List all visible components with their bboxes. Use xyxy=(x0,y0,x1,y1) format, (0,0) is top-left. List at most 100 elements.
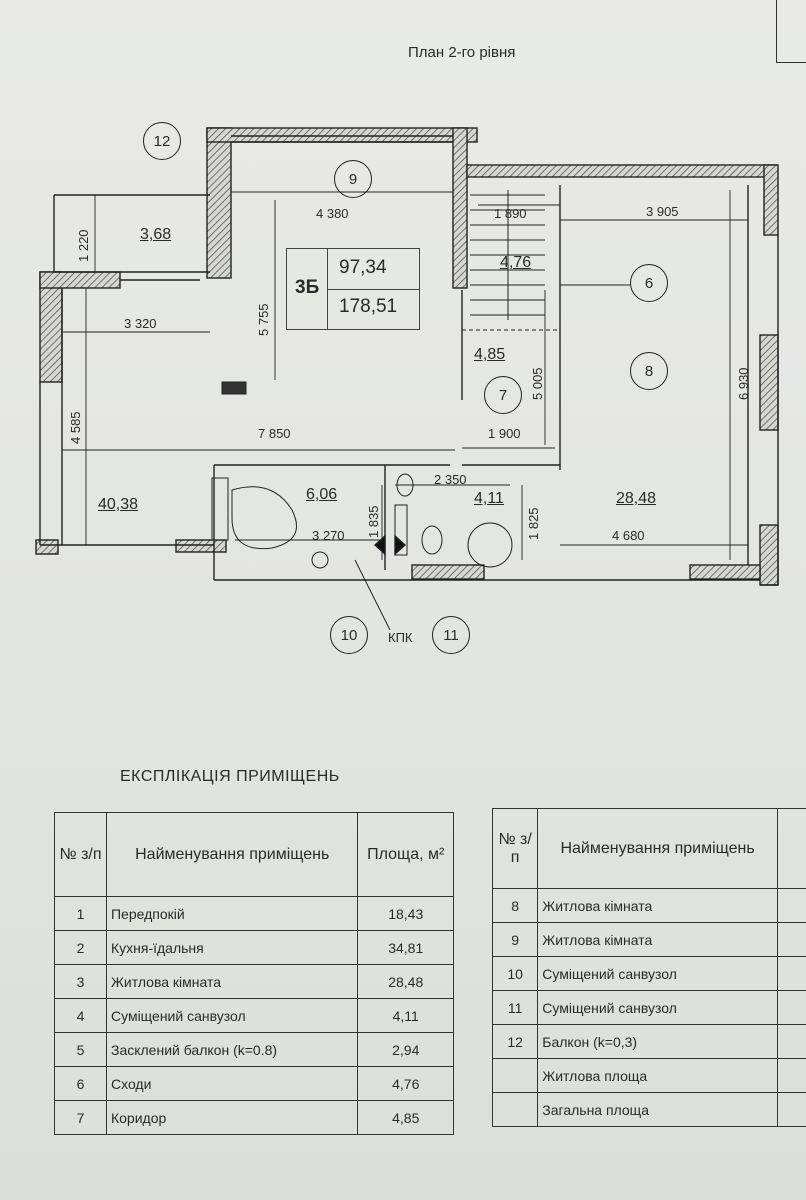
row-name: Сходи xyxy=(105,1066,359,1101)
table-row: 8 Житлова кімната xyxy=(491,888,806,923)
row-no: 11 xyxy=(491,990,539,1025)
explication-table-right: № з/п Найменування приміщень 8 Житлова к… xyxy=(491,808,806,1127)
dim-label: 1 220 xyxy=(76,229,91,262)
area-living-room-1: 40,38 xyxy=(98,496,139,513)
table-row: 11 Суміщений санвузол xyxy=(491,990,806,1025)
area-balcony: 3,68 xyxy=(140,226,172,243)
dim-label: 4 380 xyxy=(316,206,349,221)
table-row: 9 Житлова кімната xyxy=(491,922,806,957)
explication-table-left: № з/п Найменування приміщень Площа, м² 1… xyxy=(54,812,454,1135)
row-area xyxy=(776,956,806,991)
plan-title: План 2-го рівня xyxy=(408,44,516,61)
row-no: 3 xyxy=(54,964,107,999)
area-bathroom-10: 6,06 xyxy=(306,486,338,503)
title-block-corner xyxy=(776,0,806,63)
dim-label: 6 930 xyxy=(736,367,751,400)
apartment-code: 3Б xyxy=(295,277,320,298)
area-living-room-8: 28,48 xyxy=(616,490,657,507)
row-no: 7 xyxy=(54,1100,107,1135)
row-no: 1 xyxy=(54,896,107,931)
row-no: 8 xyxy=(491,888,539,923)
dim-label: 1 825 xyxy=(526,507,541,540)
dim-label: 5 005 xyxy=(530,367,545,400)
header-no: № з/п xyxy=(54,812,107,897)
table-row: 1 Передпокій 18,43 xyxy=(54,896,454,931)
dim-label: 7 850 xyxy=(258,426,291,441)
row-area xyxy=(776,1058,806,1093)
room-marker-6: 6 xyxy=(630,264,668,302)
row-no xyxy=(491,1058,539,1093)
row-name: Суміщений санвузол xyxy=(105,998,359,1033)
row-area: 2,94 xyxy=(357,1032,454,1067)
row-area xyxy=(776,888,806,923)
room-marker-10: 10 xyxy=(330,616,368,654)
dim-label: 1 835 xyxy=(366,505,381,538)
dim-label: 1 900 xyxy=(488,426,521,441)
row-name: Кухня-їдальня xyxy=(105,930,359,965)
area-stairs: 4,76 xyxy=(500,254,532,271)
dim-label: 3 905 xyxy=(646,204,679,219)
room-marker-8: 8 xyxy=(630,352,668,390)
area-bathroom-11: 4,11 xyxy=(474,490,504,507)
row-area: 28,48 xyxy=(357,964,454,999)
area-corridor: 4,85 xyxy=(474,346,506,363)
row-name: Загальна площа xyxy=(537,1092,778,1127)
row-area: 4,11 xyxy=(357,998,454,1033)
explication-title: ЕКСПЛІКАЦІЯ ПРИМІЩЕНЬ xyxy=(120,768,340,785)
row-name: Суміщений санвузол xyxy=(537,956,778,991)
row-area xyxy=(776,922,806,957)
row-no: 10 xyxy=(491,956,539,991)
table-row: 12 Балкон (k=0,3) xyxy=(491,1024,806,1059)
kpk-label: КПК xyxy=(388,630,413,645)
row-no xyxy=(491,1092,539,1127)
floor-plan-drawing xyxy=(35,127,779,631)
row-no: 6 xyxy=(54,1066,107,1101)
row-name: Житлова кімната xyxy=(537,888,778,923)
row-no: 4 xyxy=(54,998,107,1033)
header-no: № з/п xyxy=(491,808,539,889)
row-name: Засклений балкон (k=0.8) xyxy=(105,1032,359,1067)
table-row: 6 Сходи 4,76 xyxy=(54,1066,454,1101)
table-row: Загальна площа xyxy=(491,1092,806,1127)
table-row: 5 Засклений балкон (k=0.8) 2,94 xyxy=(54,1032,454,1067)
header-name: Найменування приміщень xyxy=(537,808,778,889)
table-row: 7 Коридор 4,85 xyxy=(54,1100,454,1135)
dim-label: 3 270 xyxy=(312,528,345,543)
dim-label: 2 350 xyxy=(434,472,467,487)
row-name: Суміщений санвузол xyxy=(537,990,778,1025)
table-row: Житлова площа xyxy=(491,1058,806,1093)
dim-label: 3 320 xyxy=(124,316,157,331)
row-area xyxy=(776,990,806,1025)
row-name: Коридор xyxy=(105,1100,359,1135)
dim-label: 4 680 xyxy=(612,528,645,543)
room-marker-9: 9 xyxy=(334,160,372,198)
room-marker-7: 7 xyxy=(484,376,522,414)
apartment-total-area: 178,51 xyxy=(339,296,398,317)
table-row: 10 Суміщений санвузол xyxy=(491,956,806,991)
row-name: Балкон (k=0,3) xyxy=(537,1024,778,1059)
dim-label: 4 585 xyxy=(68,411,83,444)
header-area: Площа, м² xyxy=(357,812,454,897)
apartment-living-area: 97,34 xyxy=(339,257,387,278)
table-row: 2 Кухня-їдальня 34,81 xyxy=(54,930,454,965)
row-area: 34,81 xyxy=(357,930,454,965)
apartment-summary-box: 3Б 97,34 178,51 xyxy=(286,248,420,330)
row-no: 9 xyxy=(491,922,539,957)
row-name: Житлова кімната xyxy=(537,922,778,957)
row-area xyxy=(776,1092,806,1127)
room-marker-12: 12 xyxy=(143,122,181,160)
table-row: 4 Суміщений санвузол 4,11 xyxy=(54,998,454,1033)
room-marker-11: 11 xyxy=(432,616,470,654)
header-name: Найменування приміщень xyxy=(105,812,359,897)
row-no: 12 xyxy=(491,1024,539,1059)
header-area xyxy=(776,808,806,889)
row-name: Житлова кімната xyxy=(105,964,359,999)
row-area xyxy=(776,1024,806,1059)
row-area: 4,85 xyxy=(357,1100,454,1135)
row-no: 5 xyxy=(54,1032,107,1067)
dim-label: 1 890 xyxy=(494,206,527,221)
row-name: Житлова площа xyxy=(537,1058,778,1093)
row-area: 18,43 xyxy=(357,896,454,931)
row-area: 4,76 xyxy=(357,1066,454,1101)
